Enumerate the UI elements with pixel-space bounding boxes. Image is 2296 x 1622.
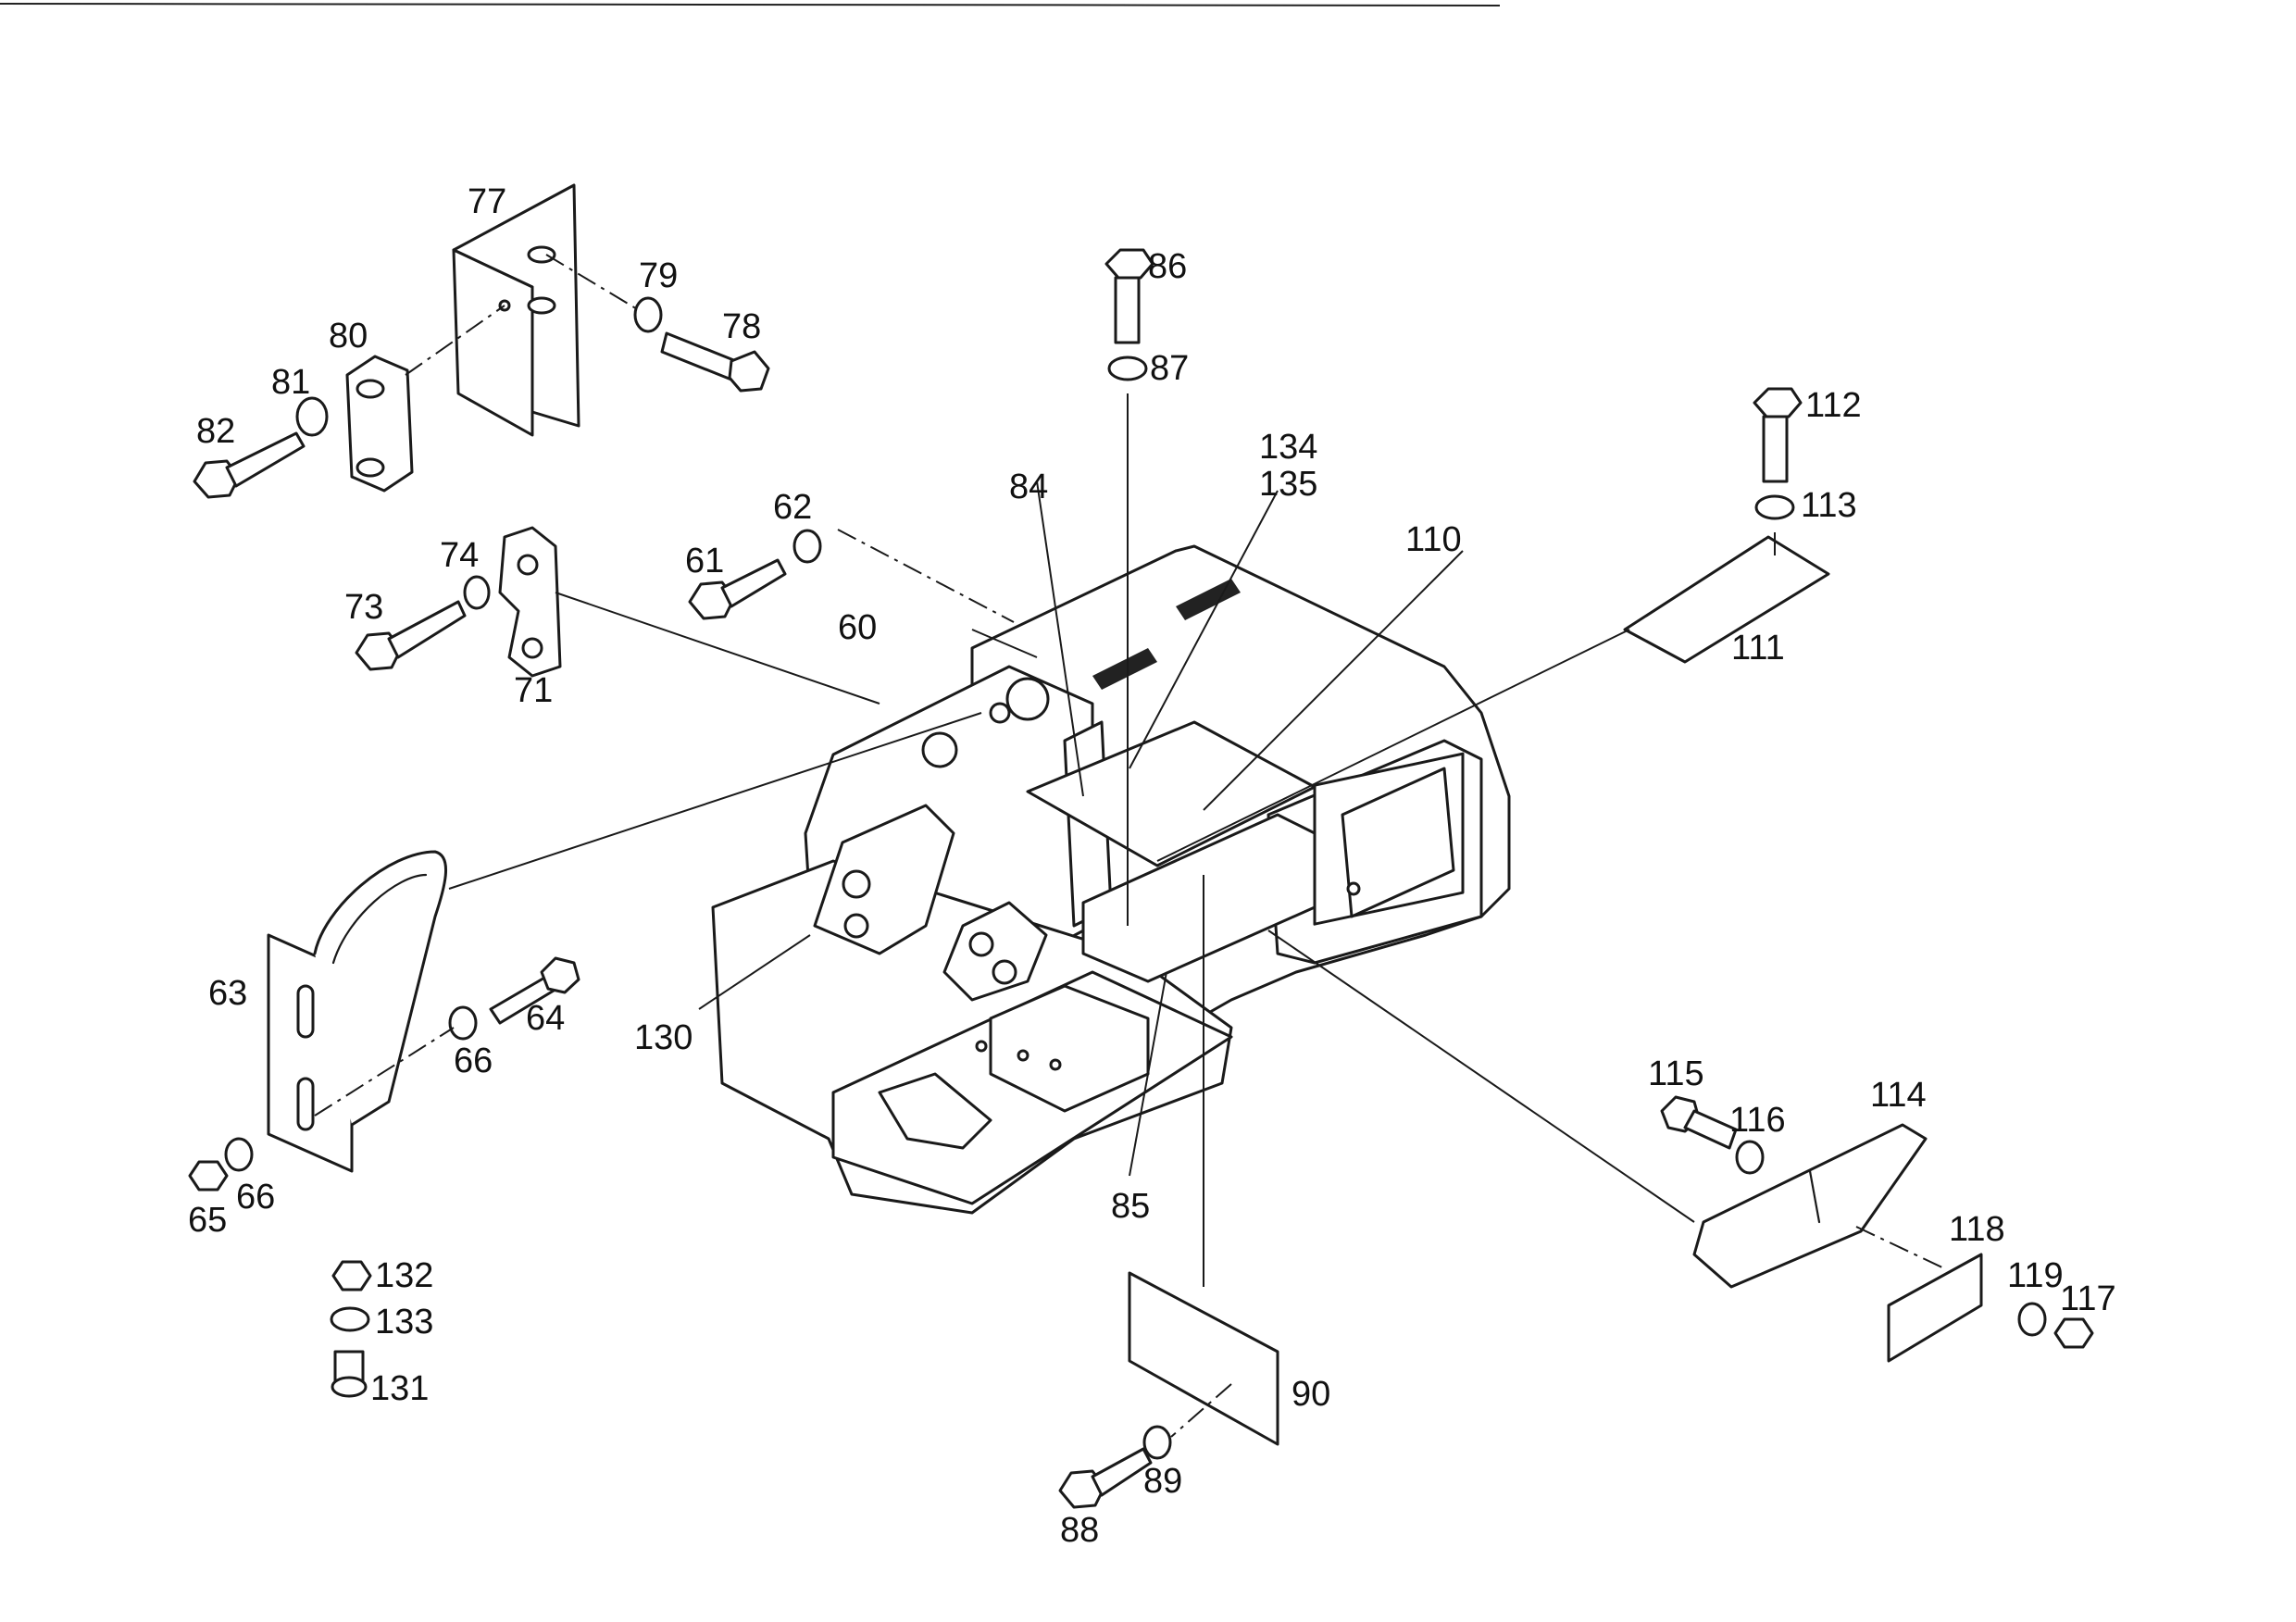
callout-84: 84 xyxy=(1009,468,1048,506)
callout-82: 82 xyxy=(196,412,235,451)
part-87-washer xyxy=(1107,356,1148,381)
leader-lines xyxy=(448,393,1776,1287)
part-65-nut xyxy=(188,1160,229,1192)
part-78-bolt xyxy=(660,331,770,393)
callout-111: 111 xyxy=(1731,629,1785,668)
callout-86: 86 xyxy=(1148,247,1187,286)
callout-88: 88 xyxy=(1060,1511,1099,1550)
part-90-plate xyxy=(1128,1271,1279,1446)
callout-63: 63 xyxy=(208,974,247,1013)
part-63-handle xyxy=(267,850,448,1173)
part-61-bolt xyxy=(688,558,787,620)
callout-73: 73 xyxy=(344,588,383,627)
callout-66-upper: 66 xyxy=(454,1042,493,1080)
part-131-screw xyxy=(331,1350,368,1398)
callout-131: 131 xyxy=(370,1369,429,1408)
callout-130: 130 xyxy=(634,1018,693,1057)
top-border-line xyxy=(0,3,1501,6)
callout-74: 74 xyxy=(440,536,479,575)
callout-117: 117 xyxy=(2060,1279,2116,1318)
callout-labels: 77 79 78 80 81 82 74 73 71 62 61 60 84 8… xyxy=(188,182,2116,1550)
callout-134: 134 xyxy=(1259,428,1317,467)
callout-85: 85 xyxy=(1111,1187,1150,1226)
callout-64: 64 xyxy=(526,999,565,1038)
callout-78: 78 xyxy=(722,307,761,346)
callout-79: 79 xyxy=(639,256,678,295)
assembly-dashed-lines xyxy=(314,254,1945,1438)
callout-132: 132 xyxy=(375,1256,433,1295)
part-111-plate xyxy=(1623,535,1830,664)
part-89-washer xyxy=(1142,1425,1172,1460)
part-79-washer xyxy=(633,296,663,333)
callout-116: 116 xyxy=(1729,1101,1786,1140)
callout-89: 89 xyxy=(1143,1462,1182,1501)
part-119-washer xyxy=(2017,1302,2047,1337)
part-112-bolt xyxy=(1753,387,1803,483)
part-73-bolt xyxy=(355,600,467,671)
callout-71: 71 xyxy=(514,671,553,710)
part-66-washer-upper xyxy=(448,1005,478,1041)
callout-66-lower: 66 xyxy=(236,1178,275,1216)
part-114-bracket xyxy=(1692,1123,1928,1289)
part-115-bolt xyxy=(1660,1095,1738,1150)
callout-62: 62 xyxy=(773,488,812,527)
callout-133: 133 xyxy=(375,1303,433,1341)
callout-115: 115 xyxy=(1648,1054,1704,1093)
part-82-bolt xyxy=(193,431,306,499)
part-66-washer-lower xyxy=(224,1137,254,1172)
machine-body xyxy=(711,544,1511,1215)
callout-110: 110 xyxy=(1405,520,1462,559)
part-133-washer xyxy=(330,1306,370,1332)
part-117-nut xyxy=(2053,1317,2094,1349)
part-64-bolt xyxy=(489,956,580,1025)
part-113-washer xyxy=(1754,494,1795,520)
callout-118: 118 xyxy=(1949,1210,2005,1249)
part-81-washer xyxy=(295,396,329,437)
part-118-plate xyxy=(1887,1253,1983,1363)
callout-65: 65 xyxy=(188,1201,227,1240)
part-74-washer xyxy=(463,575,491,610)
part-132-nut xyxy=(331,1260,372,1291)
part-71-clamp xyxy=(498,526,562,678)
callout-114: 114 xyxy=(1870,1076,1927,1115)
part-77-bracket xyxy=(452,183,580,437)
callout-135: 135 xyxy=(1259,465,1317,504)
callout-80: 80 xyxy=(329,317,368,356)
callout-87: 87 xyxy=(1150,349,1189,388)
part-88-bolt xyxy=(1058,1447,1153,1509)
callout-81: 81 xyxy=(271,363,310,402)
part-62-washer xyxy=(792,529,822,564)
callout-77: 77 xyxy=(468,182,506,221)
callout-119: 119 xyxy=(2007,1256,2064,1295)
part-86-bolt xyxy=(1104,248,1154,344)
callout-112: 112 xyxy=(1805,386,1862,425)
part-116-washer xyxy=(1735,1140,1765,1175)
callout-90: 90 xyxy=(1292,1375,1330,1414)
callout-61: 61 xyxy=(685,542,724,580)
part-80-clamp xyxy=(345,355,414,493)
callout-113: 113 xyxy=(1801,486,1857,525)
callout-60: 60 xyxy=(838,608,877,647)
